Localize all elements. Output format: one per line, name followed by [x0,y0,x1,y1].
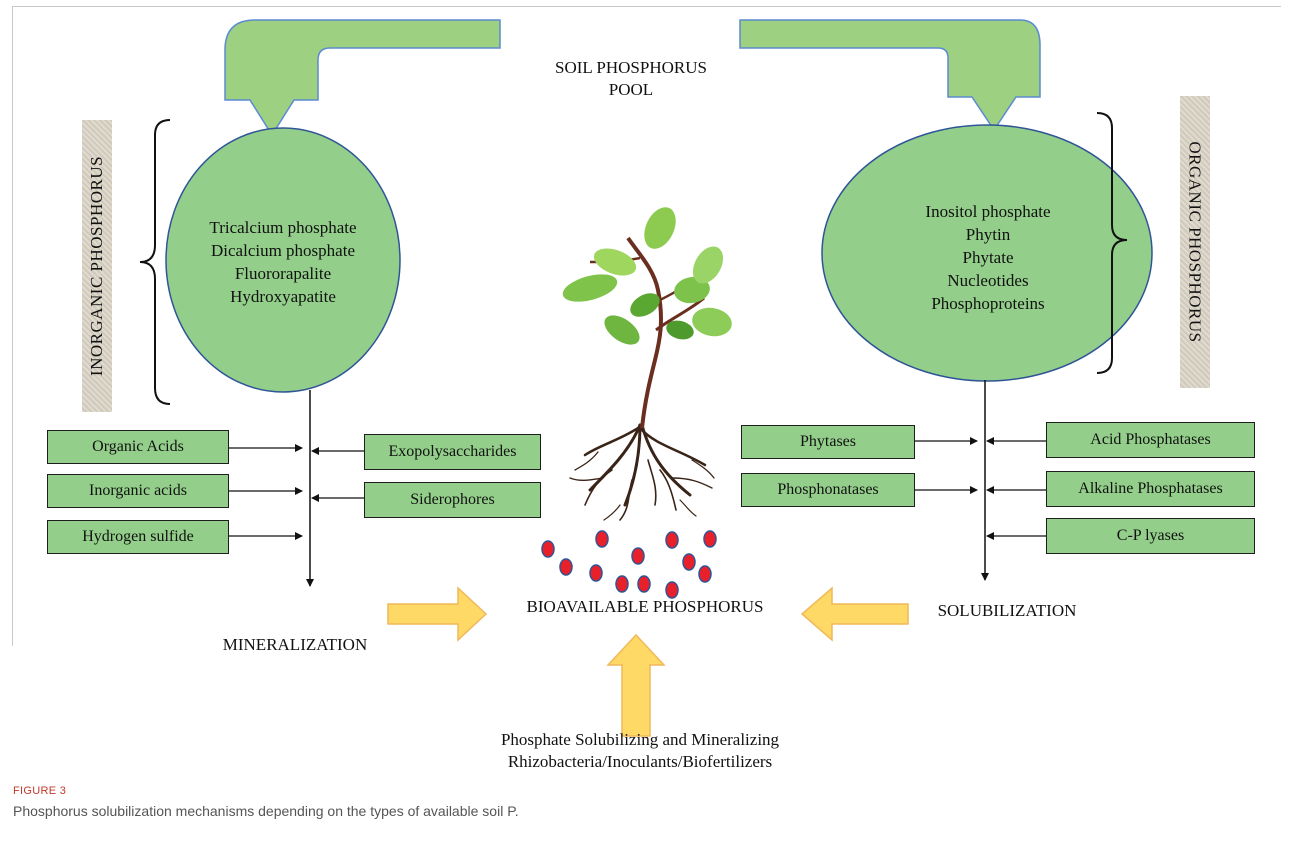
phosphate-dot [595,530,609,548]
inorganic-phosphorus-text: INORGANIC PHOSPHORUS [87,155,106,377]
phosphate-dot [682,553,696,571]
inorganic-compound: Tricalcium phosphate [209,218,357,237]
hydrogen-sulfide-box: Hydrogen sulfide [47,520,229,554]
bottom-label-line2: Rhizobacteria/Inoculants/Biofertilizers [507,752,773,771]
plant-leaves [562,207,732,345]
frame-top-rule [12,6,1281,7]
organic-compound: Phytin [965,225,1011,244]
cp-lyases-box: C-P lyases [1046,518,1255,554]
phosphate-dot [559,558,573,576]
pool-to-inorganic-arrow [224,19,501,137]
organic-acids-box: Organic Acids [47,430,229,464]
mineralization-arrow [387,586,488,642]
organic-compound: Inositol phosphate [925,202,1051,221]
bioavailable-phosphorus-label: BIOAVAILABLE PHOSPHORUS [526,597,764,616]
organic-brace [1096,112,1128,374]
phosphate-dot [637,575,651,593]
phosphate-dot [698,565,712,583]
figure-caption: Phosphorus solubilization mechanisms dep… [13,803,519,819]
phosphate-dot [703,530,717,548]
exopolysaccharides-box: Exopolysaccharides [364,434,541,470]
bottom-label-line1: Phosphate Solubilizing and Mineralizing [500,730,780,749]
organic-circle [821,124,1153,382]
organic-compound: Phytate [962,248,1014,267]
plant-stem [626,236,663,429]
solubilization-arrow [800,586,909,642]
frame-left-rule [12,6,13,646]
inorganic-compound: Dicalcium phosphate [211,241,355,260]
mineralization-label: MINERALIZATION [222,635,368,654]
phosphate-dot [631,547,645,565]
organic-phosphorus-text: ORGANIC PHOSPHORUS [1186,141,1205,343]
figure-label: FIGURE 3 [13,785,67,797]
phosphate-dot [665,581,679,599]
phosphate-dot [665,531,679,549]
phosphate-dots [541,530,717,599]
inorganic-phosphorus-label: INORGANIC PHOSPHORUS [82,120,112,412]
inorganic-compounds-list: Tricalcium phosphate Dicalcium phosphate… [183,216,383,308]
inorganic-compound: Hydroxyapatite [230,287,336,306]
acid-phosphatases-box: Acid Phosphatases [1046,422,1255,458]
inorganic-acids-box: Inorganic acids [47,474,229,508]
organic-compound: Nucleotides [947,271,1029,290]
phosphate-dot [615,575,629,593]
plant-roots [569,423,715,521]
organic-compounds-list: Inositol phosphate Phytin Phytate Nucleo… [878,200,1098,315]
alkaline-phosphatases-box: Alkaline Phosphatases [1046,471,1255,507]
phosphonatases-box: Phosphonatases [741,473,915,507]
pool-label-line1: SOIL PHOSPHORUS [555,58,707,77]
pool-label-line2: POOL [608,80,654,99]
inorganic-brace [139,119,171,405]
inorganic-compound: Fluororapalite [234,264,332,283]
organic-compound: Phosphoproteins [931,294,1045,313]
organic-phosphorus-label: ORGANIC PHOSPHORUS [1180,96,1210,388]
phosphate-dot [541,540,555,558]
solubilization-label: SOLUBILIZATION [937,601,1077,620]
pool-to-organic-arrow [739,19,1041,132]
plant-illustration [562,207,732,521]
rhizobacteria-arrow [606,633,666,737]
phytases-box: Phytases [741,425,915,459]
inorganic-circle [165,127,401,393]
phosphate-dot [589,564,603,582]
siderophores-box: Siderophores [364,482,541,518]
